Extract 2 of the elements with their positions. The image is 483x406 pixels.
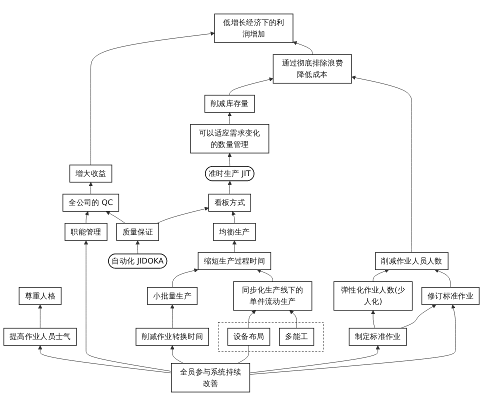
connector [237, 345, 250, 364]
cluster [218, 322, 324, 352]
